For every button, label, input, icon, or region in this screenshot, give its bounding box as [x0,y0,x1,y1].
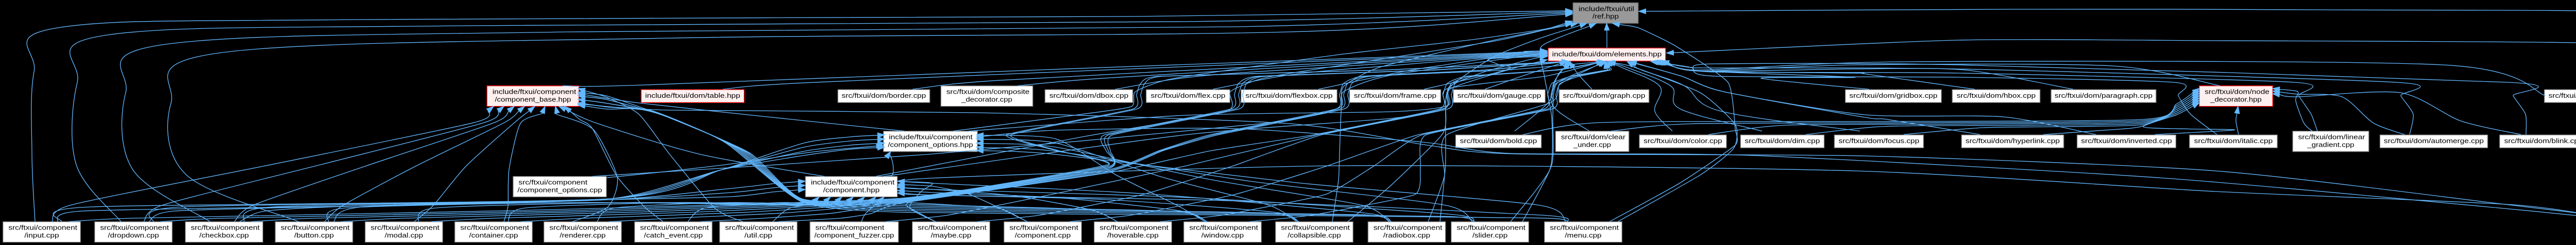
svg-text:src/ftxui/component: src/ftxui/component [1456,224,1526,232]
svg-text:/component_options.hpp: /component_options.hpp [888,141,973,148]
svg-text:src/ftxui/component: src/ftxui/component [549,224,618,232]
svg-text:src/ftxui/component: src/ftxui/component [1550,224,1619,232]
svg-text:src/ftxui/dom/color.cpp: src/ftxui/dom/color.cpp [1643,137,1722,145]
svg-text:/component_options.cpp: /component_options.cpp [517,186,602,194]
svg-text:src/ftxui/component: src/ftxui/component [1281,224,1350,232]
svg-text:src/ftxui/dom/italic.cpp: src/ftxui/dom/italic.cpp [2194,137,2273,145]
svg-text:src/ftxui/component: src/ftxui/component [1374,224,1443,232]
svg-text:/menu.cpp: /menu.cpp [1565,231,1601,239]
svg-text:/dropdown.cpp: /dropdown.cpp [108,231,159,239]
svg-text:src/ftxui/dom/canvas.cpp: src/ftxui/dom/canvas.cpp [2549,92,2576,99]
svg-text:src/ftxui/component: src/ftxui/component [1099,224,1168,232]
svg-text:/component_base.hpp: /component_base.hpp [495,95,571,103]
svg-text:src/ftxui/component: src/ftxui/component [281,224,350,232]
svg-text:/container.cpp: /container.cpp [469,231,518,239]
svg-text:include/ftxui/component: include/ftxui/component [493,88,577,96]
svg-text:include/ftxui/util: include/ftxui/util [1579,5,1634,12]
svg-text:/radiobox.cpp: /radiobox.cpp [1383,231,1430,239]
svg-text:src/ftxui/dom/focus.cpp: src/ftxui/dom/focus.cpp [1839,137,1919,145]
svg-text:src/ftxui/component: src/ftxui/component [816,224,885,232]
svg-text:include/ftxui/dom/elements.hpp: include/ftxui/dom/elements.hpp [1552,50,1662,58]
svg-text:src/ftxui/dom/paragraph.cpp: src/ftxui/dom/paragraph.cpp [2055,92,2153,99]
svg-text:src/ftxui/dom/flex.cpp: src/ftxui/dom/flex.cpp [1151,92,1226,99]
svg-text:src/ftxui/dom/linear: src/ftxui/dom/linear [2298,133,2366,141]
svg-text:src/ftxui/dom/composite: src/ftxui/dom/composite [946,88,1030,96]
svg-text:src/ftxui/dom/node: src/ftxui/dom/node [2205,88,2269,96]
svg-text:src/ftxui/dom/automerge.cpp: src/ftxui/dom/automerge.cpp [2384,137,2484,145]
svg-text:/ref.hpp: /ref.hpp [1592,12,1619,20]
svg-text:include/ftxui/component: include/ftxui/component [811,179,895,186]
svg-text:src/ftxui/component: src/ftxui/component [8,224,77,232]
svg-text:src/ftxui/component: src/ftxui/component [918,224,987,232]
svg-text:/component_fuzzer.cpp: /component_fuzzer.cpp [815,231,894,239]
svg-text:src/ftxui/component: src/ftxui/component [460,224,529,232]
svg-text:/window.cpp: /window.cpp [1201,231,1244,239]
svg-text:/slider.cpp: /slider.cpp [1472,231,1507,239]
svg-text:/button.cpp: /button.cpp [294,231,334,239]
svg-text:src/ftxui/component: src/ftxui/component [519,179,588,186]
svg-text:src/ftxui/component: src/ftxui/component [100,224,169,232]
svg-text:/component.hpp: /component.hpp [823,186,880,194]
svg-text:src/ftxui/dom/dim.cpp: src/ftxui/dom/dim.cpp [1745,137,1820,145]
svg-text:src/ftxui/component: src/ftxui/component [370,224,439,232]
svg-text:/component.cpp: /component.cpp [1015,231,1071,239]
svg-text:_decorator.cpp: _decorator.cpp [961,95,1012,103]
svg-text:/collapsible.cpp: /collapsible.cpp [1287,231,1341,239]
svg-text:_decorator.hpp: _decorator.hpp [2210,95,2262,103]
svg-text:src/ftxui/dom/gauge.cpp: src/ftxui/dom/gauge.cpp [1458,92,1541,99]
svg-text:/hoverable.cpp: /hoverable.cpp [1107,231,1159,239]
svg-text:src/ftxui/dom/graph.cpp: src/ftxui/dom/graph.cpp [1563,92,1646,99]
svg-text:src/ftxui/dom/gridbox.cpp: src/ftxui/dom/gridbox.cpp [1850,92,1938,99]
svg-text:src/ftxui/component: src/ftxui/component [640,224,709,232]
svg-text:/catch_event.cpp: /catch_event.cpp [644,231,703,239]
svg-text:include/ftxui/component: include/ftxui/component [889,133,973,141]
svg-text:src/ftxui/dom/frame.cpp: src/ftxui/dom/frame.cpp [1354,92,1436,99]
svg-text:src/ftxui/dom/inverted.cpp: src/ftxui/dom/inverted.cpp [2081,137,2172,145]
svg-text:src/ftxui/dom/hbox.cpp: src/ftxui/dom/hbox.cpp [1957,92,2036,99]
svg-text:/modal.cpp: /modal.cpp [385,231,423,239]
svg-text:_gradient.cpp: _gradient.cpp [2307,141,2354,148]
svg-text:/checkbox.cpp: /checkbox.cpp [199,231,249,239]
svg-text:src/ftxui/dom/flexbox.cpp: src/ftxui/dom/flexbox.cpp [1245,92,1332,99]
svg-text:/renderer.cpp: /renderer.cpp [560,231,605,239]
svg-text:src/ftxui/component: src/ftxui/component [1009,224,1078,232]
svg-text:src/ftxui/dom/border.cpp: src/ftxui/dom/border.cpp [842,92,926,99]
svg-text:src/ftxui/component: src/ftxui/component [191,224,260,232]
svg-text:/input.cpp: /input.cpp [24,231,59,239]
svg-text:src/ftxui/component: src/ftxui/component [725,224,794,232]
svg-text:src/ftxui/dom/bold.cpp: src/ftxui/dom/bold.cpp [1460,137,1537,145]
svg-text:src/ftxui/dom/blink.cpp: src/ftxui/dom/blink.cpp [2504,137,2576,145]
svg-text:_under.cpp: _under.cpp [1573,141,1611,148]
svg-text:src/ftxui/dom/clear: src/ftxui/dom/clear [1561,133,1626,141]
svg-text:/maybe.cpp: /maybe.cpp [931,231,972,239]
svg-text:/util.cpp: /util.cpp [744,231,772,239]
svg-text:src/ftxui/component: src/ftxui/component [1189,224,1258,232]
svg-text:include/ftxui/dom/table.hpp: include/ftxui/dom/table.hpp [645,92,740,99]
svg-text:src/ftxui/dom/hyperlink.cpp: src/ftxui/dom/hyperlink.cpp [1965,137,2060,145]
svg-text:src/ftxui/dom/dbox.cpp: src/ftxui/dom/dbox.cpp [1049,92,1128,99]
